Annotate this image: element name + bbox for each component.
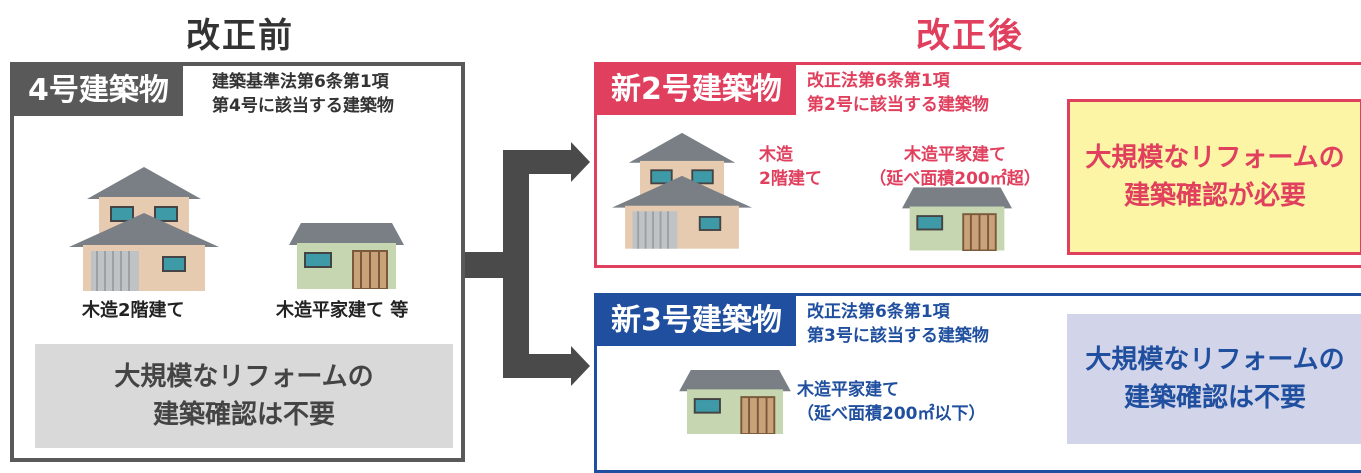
before-result-box: 大規模なリフォームの 建築確認は不要 <box>35 344 453 448</box>
new3-subtitle: 改正法第6条第1項 第3号に該当する建築物 <box>807 300 989 348</box>
new3-subtitle-line2: 第3号に該当する建築物 <box>807 326 989 346</box>
new2-caption-two-story-line2: 2階建て <box>759 169 822 189</box>
before-panel: 4号建築物 建築基準法第6条第1項 第4号に該当する建築物 木造2階建て 木造平… <box>10 62 465 462</box>
new2-caption-one-story: 木造平家建て （延べ面積200㎡超） <box>855 143 1055 191</box>
before-tag: 4号建築物 <box>14 66 183 116</box>
before-subtitle: 建築基準法第6条第1項 第4号に該当する建築物 <box>212 70 394 118</box>
new2-tag: 新2号建築物 <box>597 65 796 115</box>
new3-one-story-house-illustration <box>679 369 791 434</box>
new3-subtitle-line1: 改正法第6条第1項 <box>807 302 950 322</box>
one-story-house-illustration <box>289 223 404 289</box>
new3-caption-line2: （延べ面積200㎡以下） <box>797 404 986 424</box>
new2-caption-one-story-line1: 木造平家建て <box>904 145 1006 165</box>
new2-subtitle: 改正法第6条第1項 第2号に該当する建築物 <box>807 69 989 117</box>
new2-result-line1: 大規模なリフォームの <box>1085 143 1345 173</box>
new3-caption-line1: 木造平家建て <box>797 380 899 400</box>
new2-caption-two-story-line1: 木造 <box>759 145 793 165</box>
before-subtitle-line2: 第4号に該当する建築物 <box>212 96 394 116</box>
new2-one-story-house-illustration <box>902 187 1012 251</box>
new2-result-box: 大規模なリフォームの 建築確認が必要 <box>1067 99 1361 255</box>
new3-result-line1: 大規模なリフォームの <box>1085 345 1345 375</box>
new2-two-story-house-illustration <box>612 132 752 249</box>
before-caption-two-story: 木造2階建て <box>82 300 185 321</box>
new2-caption-two-story: 木造 2階建て <box>759 143 822 191</box>
new2-subtitle-line1: 改正法第6条第1項 <box>807 71 950 91</box>
before-result-line2: 建築確認は不要 <box>152 400 335 430</box>
new2-caption-one-story-line2: （延べ面積200㎡超） <box>869 169 1041 189</box>
new2-result-line2: 建築確認が必要 <box>1123 181 1306 211</box>
new3-caption: 木造平家建て （延べ面積200㎡以下） <box>797 378 986 426</box>
after-heading: 改正後 <box>916 16 1024 56</box>
before-caption-one-story: 木造平家建て 等 <box>276 300 409 321</box>
new3-panel: 新3号建築物 改正法第6条第1項 第3号に該当する建築物 木造平家建て （延べ面… <box>594 293 1361 473</box>
new2-subtitle-line2: 第2号に該当する建築物 <box>807 95 989 115</box>
new3-tag: 新3号建築物 <box>597 296 796 346</box>
before-subtitle-line1: 建築基準法第6条第1項 <box>212 72 389 92</box>
two-story-house-illustration <box>69 167 219 291</box>
new3-result-line2: 建築確認は不要 <box>1123 383 1306 413</box>
before-heading: 改正前 <box>186 16 294 56</box>
new3-result-box: 大規模なリフォームの 建築確認は不要 <box>1067 314 1361 444</box>
before-result-line1: 大規模なリフォームの <box>114 362 374 392</box>
branch-arrow <box>465 142 590 386</box>
new2-panel: 新2号建築物 改正法第6条第1項 第2号に該当する建築物 木造 2階建て 木造平… <box>594 62 1361 268</box>
